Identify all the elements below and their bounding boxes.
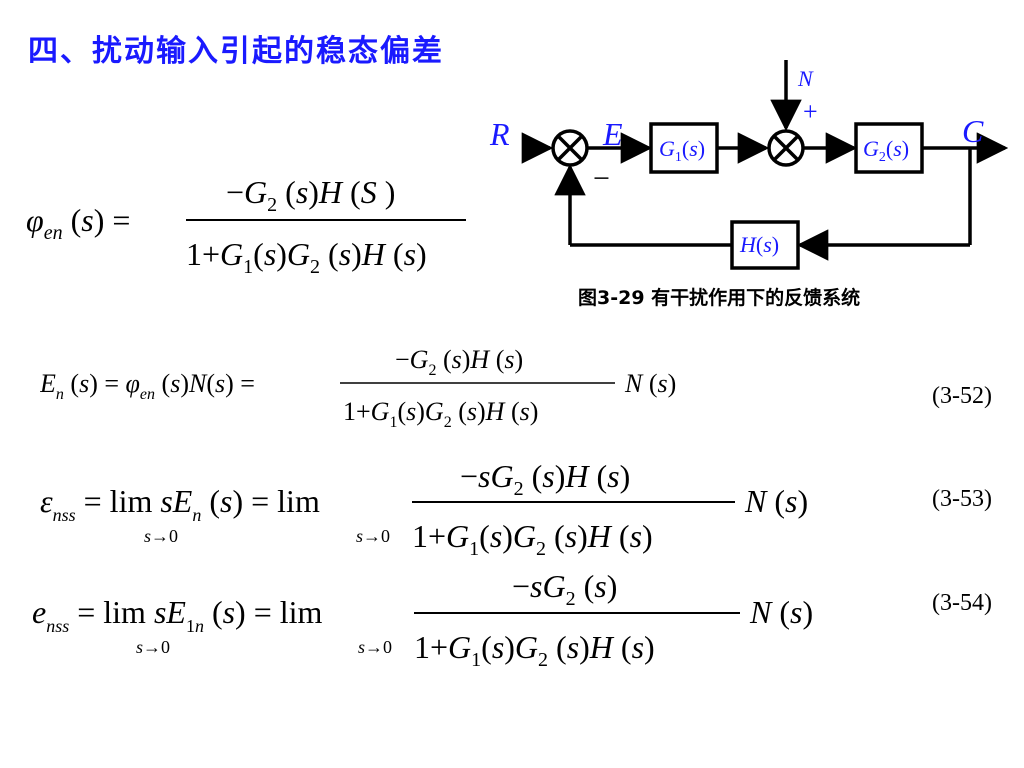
page-title: 四、扰动输入引起的稳态偏差 (28, 34, 444, 69)
svg-text:−G2 (s)H (S ): −G2 (s)H (S ) (226, 174, 395, 216)
equation-number-3-53: (3-53) (932, 486, 992, 512)
equation-number-3-54: (3-54) (932, 590, 992, 616)
block-g1-label: G1(s) (659, 136, 705, 165)
svg-text:−G2 (s)H (s): −G2 (s)H (s) (395, 345, 523, 379)
svg-text:−sG2 (s)H (s): −sG2 (s)H (s) (460, 458, 630, 500)
svg-text:1+G1(s)G2 (s)H (s): 1+G1(s)G2 (s)H (s) (414, 629, 655, 671)
svg-text:En (s) = φen (s)N(s) =: En (s) = φen (s)N(s) = (40, 369, 255, 403)
svg-text:N (s): N (s) (624, 369, 676, 398)
equation-3-53: εnss = lim sEn (s) = lim s→0 s→0 −sG2 (s… (40, 458, 808, 560)
equation-3-54: enss = lim sE1n (s) = lim s→0 s→0 −sG2 (… (32, 568, 813, 671)
svg-text:s→0: s→0 (358, 637, 392, 657)
signal-e-label: E (602, 116, 623, 152)
equation-phi-en: φen (s) = −G2 (s)H (S ) 1+G1(s)G2 (s)H (… (26, 174, 466, 278)
svg-text:1+G1(s)G2 (s)H (s): 1+G1(s)G2 (s)H (s) (186, 236, 427, 278)
plus-sign: + (803, 97, 818, 126)
equation-number-3-52: (3-52) (932, 383, 992, 409)
block-g2-label: G2(s) (863, 136, 909, 165)
minus-sign: − (593, 162, 610, 195)
svg-text:N (s): N (s) (749, 594, 813, 630)
signal-r-label: R (489, 116, 510, 152)
svg-text:enss = lim sE1n (s) = lim: enss = lim sE1n (s) = lim (32, 594, 323, 636)
equation-3-52: En (s) = φen (s)N(s) = −G2 (s)H (s) 1+G1… (40, 345, 676, 431)
signal-c-label: C (962, 113, 984, 149)
svg-text:1+G1(s)G2 (s)H (s): 1+G1(s)G2 (s)H (s) (412, 518, 653, 560)
svg-text:1+G1(s)G2 (s)H (s): 1+G1(s)G2 (s)H (s) (343, 397, 538, 431)
svg-text:φen (s) =: φen (s) = (26, 202, 130, 244)
block-h-label: H(s) (739, 232, 779, 257)
svg-text:s→0: s→0 (356, 526, 390, 546)
figure-caption: 图3-29 有干扰作用下的反馈系统 (578, 287, 861, 309)
svg-text:s→0: s→0 (144, 526, 178, 546)
feedback-block-diagram: R E C N + − G1(s) G2(s) H(s) (489, 60, 1009, 270)
svg-text:εnss = lim sEn (s) = lim: εnss = lim sEn (s) = lim (40, 483, 320, 525)
svg-text:s→0: s→0 (136, 637, 170, 657)
svg-text:−sG2 (s): −sG2 (s) (512, 568, 617, 610)
svg-text:N (s): N (s) (744, 483, 808, 519)
signal-n-label: N (797, 66, 814, 91)
